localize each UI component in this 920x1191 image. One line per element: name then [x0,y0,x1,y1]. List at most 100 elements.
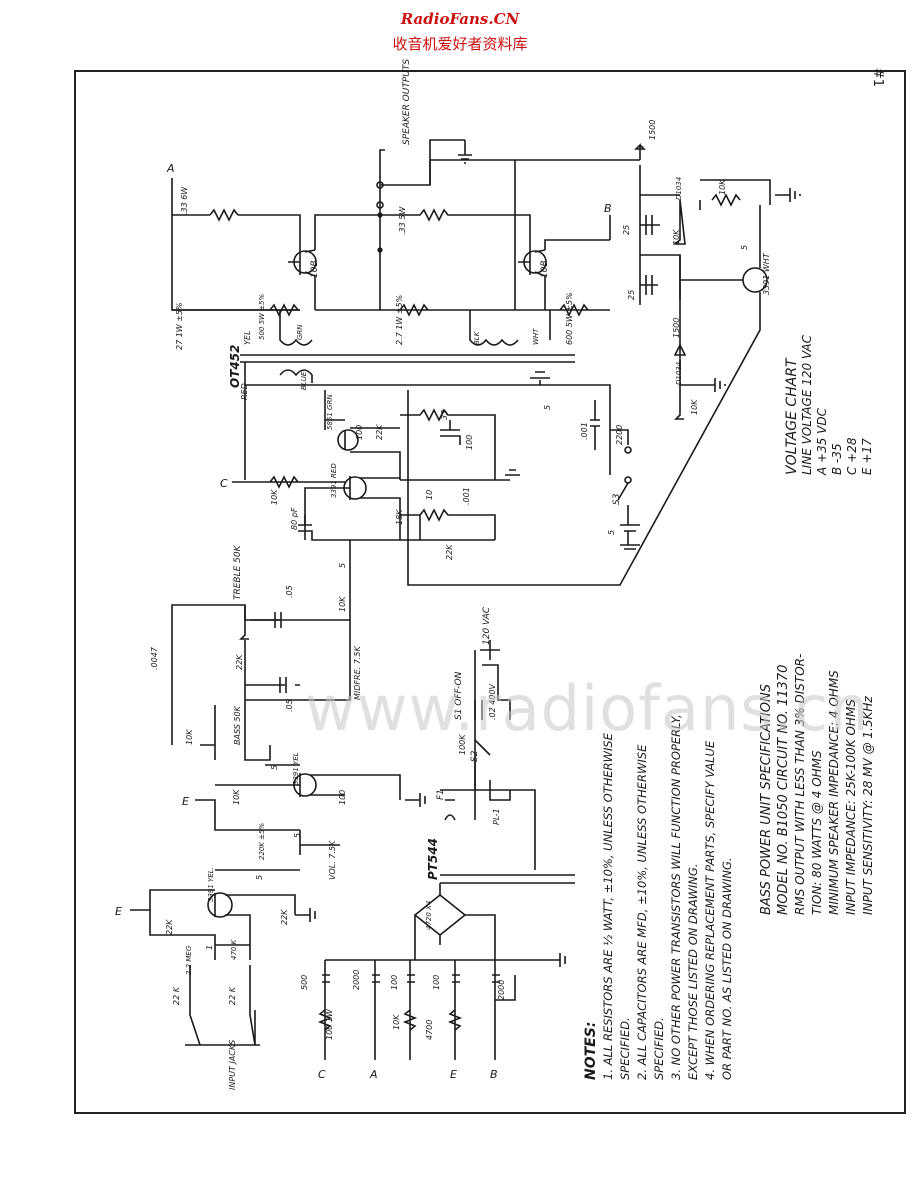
resistor-100-1w-label: 100 1W [325,1009,334,1040]
voltage-point: A +35 VDC [815,408,829,475]
cap-0047-label: .0047 [150,647,159,670]
resistor-2200-label: 2200 [615,424,624,445]
note-line: 1. ALL RESISTORS ARE ½ WATT, ±10%, UNLES… [601,733,615,1080]
notes-title: NOTES: [583,1021,599,1080]
transformer-ot452-label: OT452 [228,344,242,388]
input-transistor-label: 3391 YEL. [207,867,215,902]
wire-grn-label: GRN [296,324,304,340]
speaker-outputs-label: SPEAKER OUTPUTS [402,58,412,145]
resistor-033-5w-label: .33 5W [398,206,407,235]
rail-b-label: B [604,202,612,215]
voltage-chart: VOLTAGE CHART LINE VOLTAGE 120 VAC A +35… [784,335,875,475]
notes-block: NOTES: 1. ALL RESISTORS ARE ½ WATT, ±10%… [583,714,736,1080]
note-line: 2. ALL CAPACITORS ARE MFD, ±10%, UNLESS … [635,744,649,1080]
resistor-22k-g-label: 22 K [228,987,237,1005]
pre-transistor-3-label: 3391 RED [330,463,338,498]
cap-05a-label: .05 [285,585,294,598]
resistor-220k-label: 220K ±5% [258,822,266,860]
cap-001a-label: .001 [580,422,589,440]
resistor-033-6w-label: .33 6W [180,186,189,215]
pilot-lamp-label: PL-1 [492,808,501,825]
wire-red-label: RED [240,383,249,400]
note-line: EXCEPT THOSE LISTED ON DRAWING. [686,863,700,1080]
resistor-10k-f-label: 10K [185,729,194,745]
rail-c-label-bottom: C [318,1068,326,1081]
cap-100-label: 100 [465,434,474,450]
note-line: 4. WHEN ORDERING REPLACEMENT PARTS, SPEC… [703,740,717,1080]
ac-input-label: 120 VAC [482,606,492,645]
bass-pot-label: BASS 50K [233,706,242,745]
note-line: OR PART NO. AS LISTED ON DRAWING. [720,857,734,1080]
cap-5b-label: 5 [543,404,552,410]
cap-001b-label: .001 [462,487,471,505]
mid-stage: C [220,371,640,620]
tone-stack: E [171,604,426,871]
resistor-22k-e-label: 22K [280,909,289,925]
resistor-10k-d-label: 10K [270,489,279,505]
cap-05b-label: .05 [285,699,294,712]
cap-500-label: 500 [300,974,309,990]
voltage-point: E +17 [860,438,874,475]
cap-100b-label: 100 [390,974,399,990]
switch-s2-label: S2 [470,750,480,762]
switch-s3-label: S3 [612,493,622,505]
schematic-frame [74,70,906,1114]
note-line: 3. NO OTHER POWER TRANSISTORS WILL FUNCT… [669,714,683,1080]
wire-yel-label: YEL [243,330,252,345]
driver-transistor-label: 3391 WHT [762,253,771,295]
resistor-600-label: 600 5W ±5% [565,292,574,345]
wire-wht-label: WHT [532,328,540,345]
voltage-chart-title: VOLTAGE CHART [784,358,800,475]
treble-pot-label: TREBLE 50K [233,545,243,600]
transformer-pt544-label: PT544 [426,837,440,880]
rail-c-label: C [220,477,228,490]
output-transistor-2-label: 10B [540,260,550,278]
resistor-22k-a-label: 22K [375,424,384,440]
cap-5d-label: 5 [338,562,347,568]
cap-5a-label: 5 [740,244,749,250]
diode-1-label: D1034 [675,176,683,200]
resistor-1500b-label: 1500 [672,317,681,338]
rail-b-label-bottom: B [490,1068,498,1081]
volume-pot-label: VOL. 7.5K [328,840,337,880]
rail-a-label-bottom: A [369,1068,378,1081]
bridge-label: 4720 X4 [425,900,433,930]
resistor-27-label: 27 1W ±5% [175,302,184,350]
resistor-10-label: 10 [425,489,434,500]
resistor-10k-e-label: 10K [338,596,347,612]
cap-5e-label: 5 [270,764,279,770]
resistor-22k-c-label: 22K [235,654,244,670]
output-transistor-1-label: 10B [310,260,320,278]
resistor-33-label: 33 [440,409,449,420]
cap-2000a-label: 2000 [352,969,361,990]
voltage-line-voltage: LINE VOLTAGE 120 VAC [800,335,814,475]
resistor-470k-label: 470 K [230,939,238,960]
resistor-10k-g-label: 10K [232,789,241,805]
voltage-point: B -35 [830,443,844,475]
cap-2000b-label: 2000 [497,979,506,1000]
resistor-10k-c-label: 10K [690,399,699,415]
pre-transistor-1-label: 3391 YEL [292,752,300,785]
resistor-22k-b-label: 22K [445,544,454,560]
note-line: SPECIFIED. [652,1017,666,1080]
resistor-22k-d-label: 22K [165,919,174,935]
voltage-point: C +28 [845,437,859,475]
resistor-100b-label: 100 [338,789,347,805]
fuse-label: F1 [436,789,446,800]
cap-80pf-label: 80 pF [290,507,299,530]
pre-transistor-2-label: 5851 GRN [326,394,334,430]
resistor-100a-label: 100 [355,424,364,440]
rail-e-label-top: E [182,795,189,808]
resistor-10k-a-label: 10K [718,179,727,195]
output-stage: A B [166,139,646,480]
resistor-27b-label: 2.7 1W ±5% [395,294,404,345]
diode-2-label: D1034 [675,361,683,385]
resistor-22meg-label: 2.2 MEG [185,945,193,975]
resistor-4700-label: 4700 [425,1019,434,1040]
wire-blk-label: BLK [473,331,481,345]
cap-25b-label: 25 [627,289,636,300]
cap-25a-label: 25 [622,224,631,235]
power-supply: C A E B [317,640,575,1081]
rail-e-label-bottom: E [115,905,122,918]
